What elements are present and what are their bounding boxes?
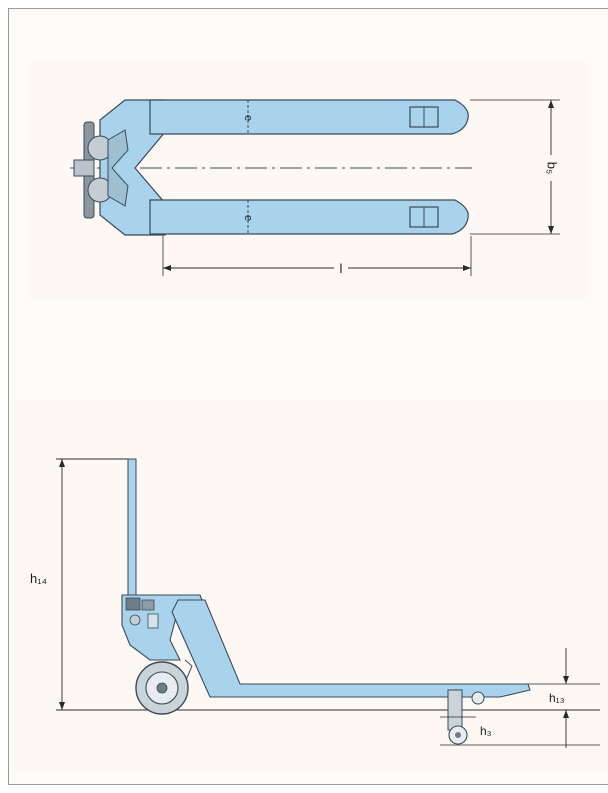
load-roller	[447, 689, 485, 745]
tiller-handle	[127, 458, 137, 601]
overall-width-label: b₅	[545, 162, 560, 174]
upper-fork	[149, 99, 469, 135]
top-view: e e b₅ l	[70, 99, 560, 276]
fork-profile	[171, 599, 531, 698]
fork-width-label-upper: e	[242, 115, 254, 121]
raised-height-label: h₁₃	[549, 691, 565, 705]
side-view: h₁₄	[26, 458, 600, 748]
lower-fork	[149, 199, 469, 235]
handle-height-label: h₁₄	[30, 571, 47, 586]
lowered-height-label: h₃	[480, 724, 492, 738]
steering-unit	[73, 121, 129, 219]
fork-length-label: l	[340, 261, 343, 276]
steer-wheel	[135, 659, 193, 715]
side-view-panel	[14, 400, 608, 770]
fork-width-label-lower: e	[242, 215, 254, 221]
